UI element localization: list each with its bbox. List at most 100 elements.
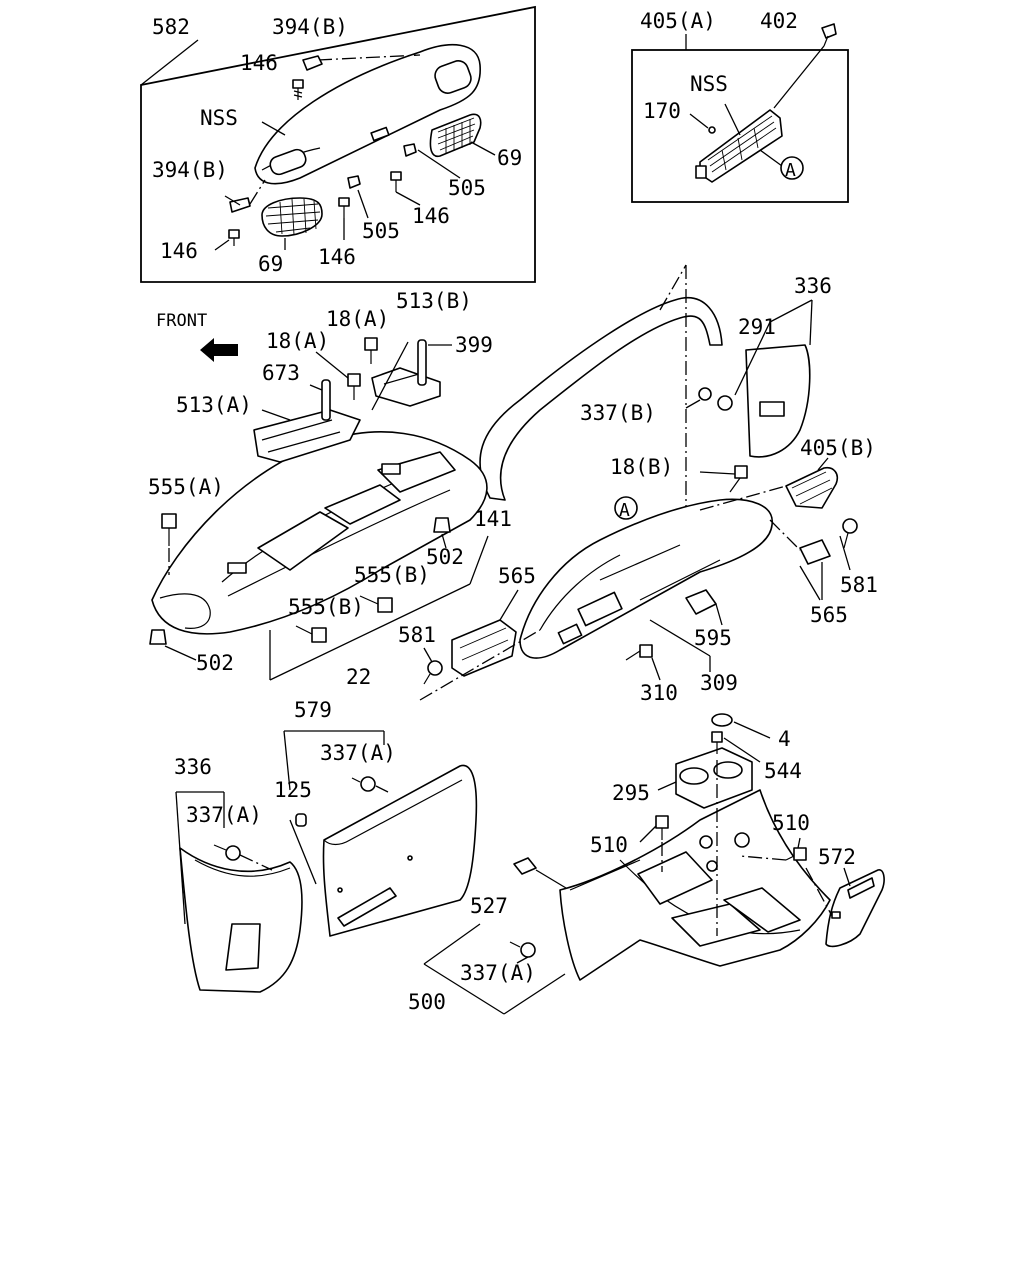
- label-405b: 405(B): [800, 436, 876, 460]
- center-console-500: [559, 789, 831, 981]
- label-69-right: 69: [497, 146, 522, 170]
- bolt-18a-b: [364, 337, 378, 364]
- label-510-right: 510: [772, 811, 810, 835]
- push-clip-502-left: [149, 629, 167, 645]
- label-309: 309: [700, 671, 738, 695]
- screw-146-a: [292, 79, 304, 100]
- label-555a: 555(A): [148, 475, 224, 499]
- push-clip-502-right: [433, 517, 451, 533]
- label-336-top: 336: [794, 274, 832, 298]
- label-front: FRONT: [156, 311, 207, 331]
- label-146-c: 146: [318, 245, 356, 269]
- bolt-18b: [729, 465, 748, 493]
- ref-a-top-text: A: [785, 160, 796, 181]
- side-cover-572: [825, 869, 885, 948]
- air-vent-405a: [695, 109, 783, 183]
- label-565-b: 565: [810, 603, 848, 627]
- lower-panels: [175, 713, 885, 1015]
- label-4: 4: [778, 727, 791, 751]
- screw-146-d: [228, 229, 240, 246]
- label-673: 673: [262, 361, 300, 385]
- detail-box-405a: A: [631, 23, 849, 203]
- screw-146-b: [390, 171, 402, 192]
- label-572: 572: [818, 845, 856, 869]
- label-595: 595: [694, 626, 732, 650]
- label-18a-b: 18(A): [266, 329, 329, 353]
- clip-291: [717, 395, 733, 411]
- label-544: 544: [764, 759, 802, 783]
- switch-panel-565: [451, 619, 517, 677]
- bracket-513b: [371, 367, 441, 407]
- switch-565-right: [799, 539, 831, 565]
- label-146-a: 146: [240, 51, 278, 75]
- label-nss-a: NSS: [200, 106, 238, 130]
- clip-125: [295, 813, 307, 827]
- label-337a-b: 337(A): [186, 803, 262, 827]
- upper-cover-panel: [254, 43, 481, 185]
- bolt-18a-a: [347, 373, 361, 400]
- label-513a: 513(A): [176, 393, 252, 417]
- bolt-555b-b: [295, 625, 327, 643]
- rod-399: [417, 339, 427, 386]
- screw-581-left: [427, 660, 443, 676]
- part-labels: 582 394(B) 146 NSS 394(B) 69 505 146 505…: [148, 9, 878, 1014]
- detail-box-582-frame: [140, 5, 536, 283]
- label-581-right: 581: [840, 573, 878, 597]
- label-394b-top: 394(B): [272, 15, 348, 39]
- label-502-left: 502: [196, 651, 234, 675]
- bolt-310: [625, 644, 653, 661]
- speaker-grille-69-bottom: [261, 197, 323, 237]
- label-18b: 18(B): [610, 455, 673, 479]
- bracket-595: [685, 589, 717, 615]
- label-505-b: 505: [362, 219, 400, 243]
- detail-box-405a-frame: [631, 49, 849, 203]
- label-337a-c: 337(A): [460, 961, 536, 985]
- label-405a: 405(A): [640, 9, 716, 33]
- label-555b-a: 555(B): [354, 563, 430, 587]
- ref-a-marker-mid: [614, 496, 638, 520]
- label-510-left: 510: [590, 833, 628, 857]
- label-337b: 337(B): [580, 401, 656, 425]
- label-513b: 513(B): [396, 289, 472, 313]
- cup-holder-295: [675, 747, 753, 809]
- label-579: 579: [294, 698, 332, 722]
- screw-402: [821, 23, 837, 47]
- label-nss-b: NSS: [690, 72, 728, 96]
- clip-337a-a: [213, 844, 241, 861]
- cap-4: [711, 713, 733, 727]
- label-337a-a: 337(A): [320, 741, 396, 765]
- label-125: 125: [274, 778, 312, 802]
- label-141: 141: [474, 507, 512, 531]
- label-527: 527: [470, 894, 508, 918]
- glovebox-579: [322, 764, 478, 937]
- label-565-a: 565: [498, 564, 536, 588]
- label-146-d: 146: [160, 239, 198, 263]
- label-336-bottom: 336: [174, 755, 212, 779]
- label-146-b: 146: [412, 204, 450, 228]
- label-582: 582: [152, 15, 190, 39]
- clip-337b: [698, 387, 712, 401]
- air-vent-405b: [785, 466, 839, 509]
- side-panel-336-top: [745, 344, 811, 458]
- screw-544: [711, 731, 723, 754]
- label-505-a: 505: [448, 176, 486, 200]
- bolt-555b-a: [359, 595, 393, 613]
- label-394b-left: 394(B): [152, 158, 228, 182]
- bracket-513a: [253, 409, 361, 463]
- dashboard-assembly: A: [149, 264, 858, 701]
- clip-527: [513, 857, 537, 875]
- label-170: 170: [643, 99, 681, 123]
- front-direction-arrow: [200, 338, 238, 362]
- label-18a-a: 18(A): [326, 307, 389, 331]
- label-291: 291: [738, 315, 776, 339]
- screw-510-right: [785, 847, 807, 861]
- detail-box-582: [140, 5, 536, 283]
- label-310: 310: [640, 681, 678, 705]
- clip-337a-b: [351, 776, 376, 792]
- label-555b-b: 555(B): [288, 595, 364, 619]
- speaker-grille-69-right: [429, 113, 482, 158]
- screw-510-left: [655, 815, 669, 840]
- label-581-left: 581: [398, 623, 436, 647]
- screw-581-right: [842, 518, 858, 534]
